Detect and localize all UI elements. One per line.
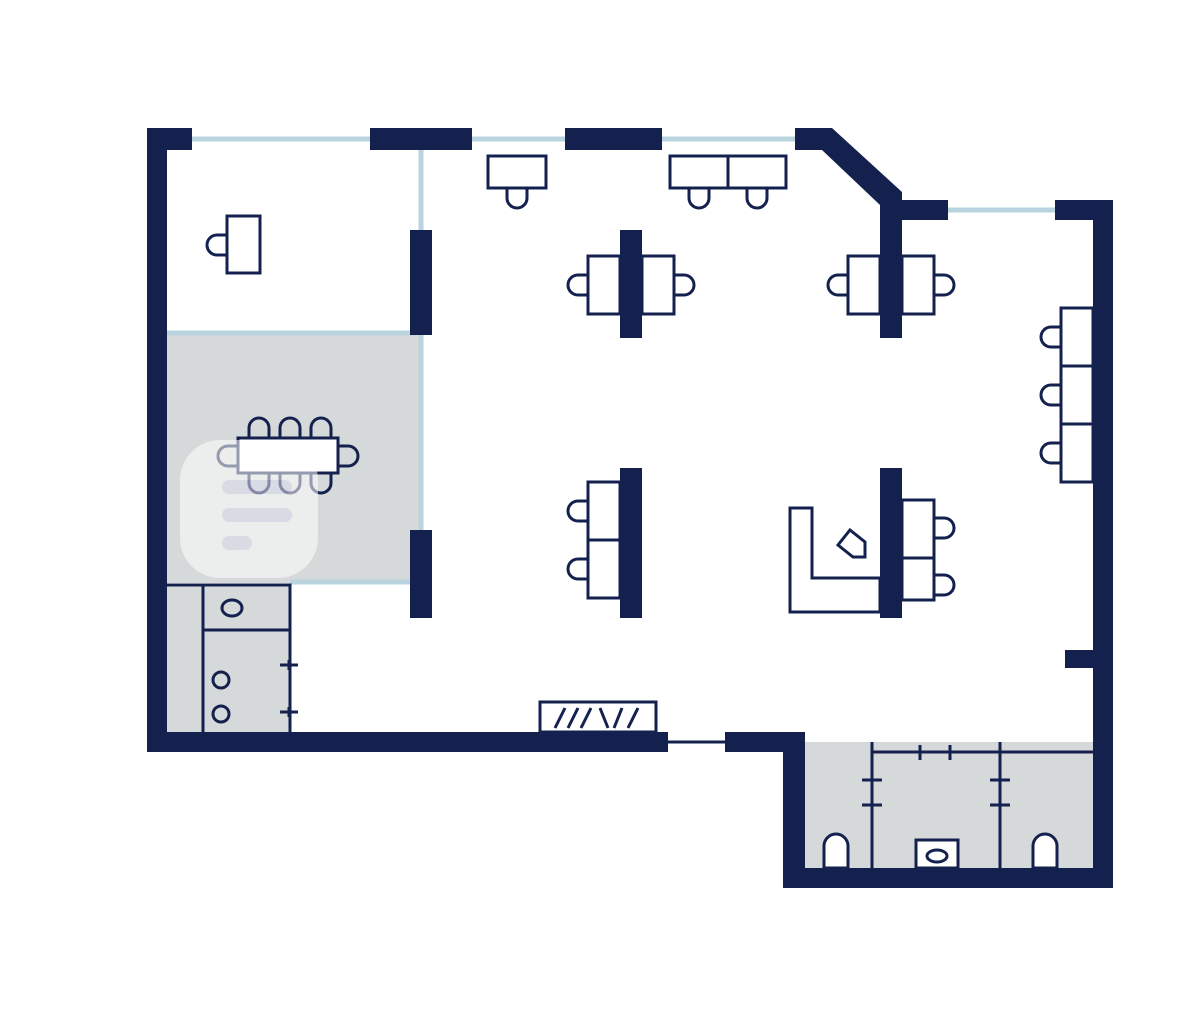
walls xyxy=(147,128,1113,888)
restroom-fixtures xyxy=(822,742,1093,870)
kitchen xyxy=(158,585,290,742)
kitchen-fixtures xyxy=(156,583,298,744)
windows xyxy=(167,136,1055,744)
